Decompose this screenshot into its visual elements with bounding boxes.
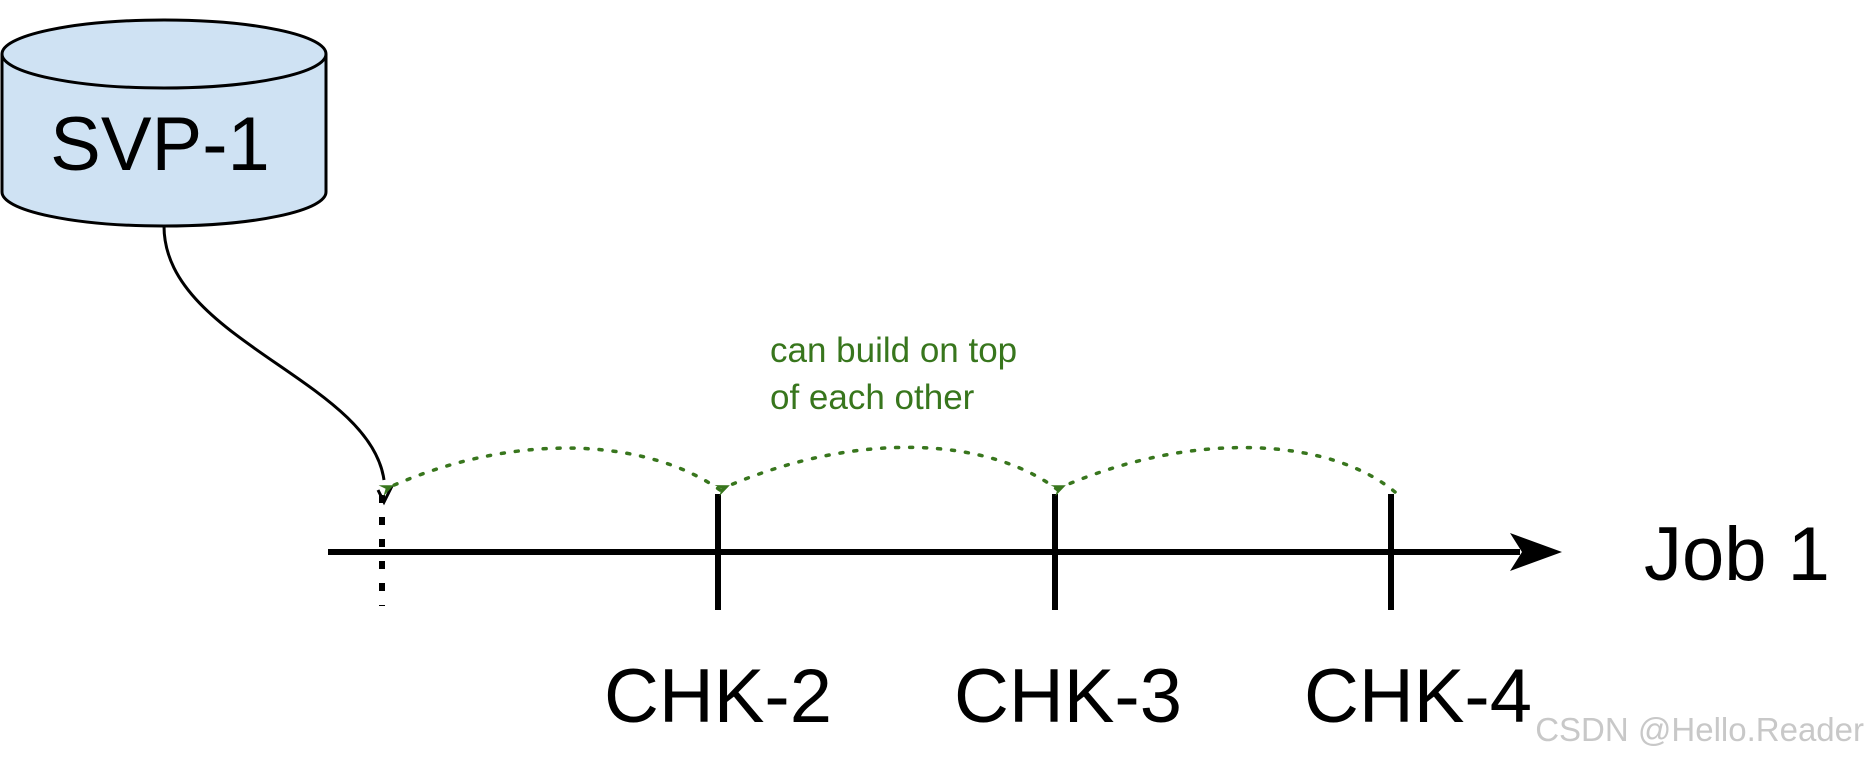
- timeline-arrowhead: [1510, 533, 1562, 571]
- cylinder-top: [0, 18, 328, 90]
- database-label: SVP-1: [50, 102, 270, 187]
- dependency-arrow-chk-3: [714, 445, 1060, 497]
- checkpoint-label-chk-2: CHK-2: [604, 654, 832, 739]
- database-connector: [162, 225, 386, 481]
- timeline-label: Job 1: [1644, 512, 1830, 597]
- watermark: CSDN @Hello.Reader: [1535, 711, 1864, 748]
- annotation-line-2: of each other: [770, 378, 975, 417]
- database-cylinder: SVP-1: [0, 18, 328, 228]
- dependency-arrow-chk-4: [1050, 445, 1397, 497]
- annotation-line-1: can build on top: [770, 331, 1017, 370]
- checkpoint-label-chk-3: CHK-3: [954, 654, 1182, 739]
- checkpoint-label-chk-4: CHK-4: [1304, 654, 1532, 739]
- dependency-arrow-chk-2: [378, 446, 722, 497]
